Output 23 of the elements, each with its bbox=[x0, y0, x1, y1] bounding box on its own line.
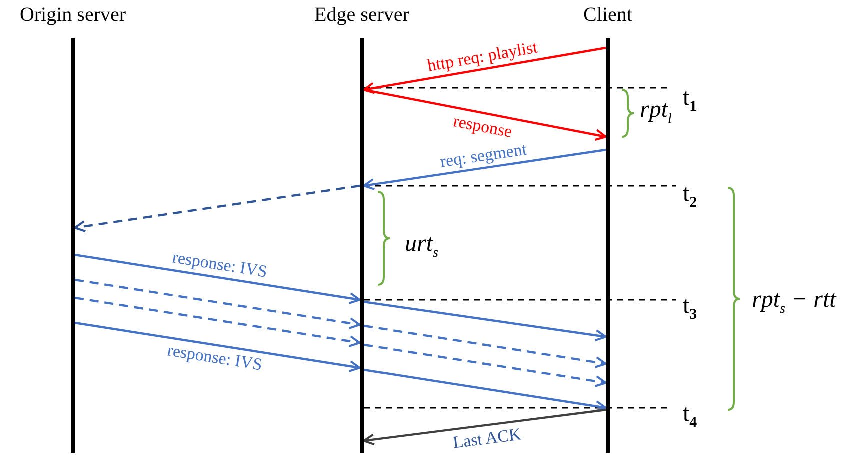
interval-label: rpt$_{s}$ − rtt bbox=[752, 286, 836, 319]
time-label: t$_{3}$ bbox=[683, 292, 698, 325]
arrow bbox=[364, 324, 607, 368]
lifeline-title: Edge server bbox=[314, 3, 410, 27]
arrow bbox=[74, 322, 361, 372]
interval-label: urt$_{s}$ bbox=[405, 230, 438, 263]
lifeline-title: Origin server bbox=[18, 3, 128, 27]
time-label: t$_{4}$ bbox=[683, 400, 698, 433]
arrow bbox=[364, 300, 607, 342]
arrow bbox=[364, 368, 607, 412]
lifeline-title: Client bbox=[582, 3, 634, 27]
arrow bbox=[74, 278, 361, 330]
time-label: t$_{1}$ bbox=[683, 84, 698, 117]
arrow bbox=[74, 184, 360, 232]
time-label: t$_{2}$ bbox=[683, 180, 698, 213]
arrow bbox=[74, 296, 361, 348]
arrow bbox=[364, 344, 607, 388]
arrow bbox=[74, 254, 361, 304]
interval-label: rpt$_{l}$ bbox=[640, 96, 672, 129]
arrow bbox=[363, 408, 606, 446]
arrow bbox=[363, 46, 606, 94]
arrow bbox=[363, 148, 606, 190]
arrow bbox=[364, 88, 607, 141]
